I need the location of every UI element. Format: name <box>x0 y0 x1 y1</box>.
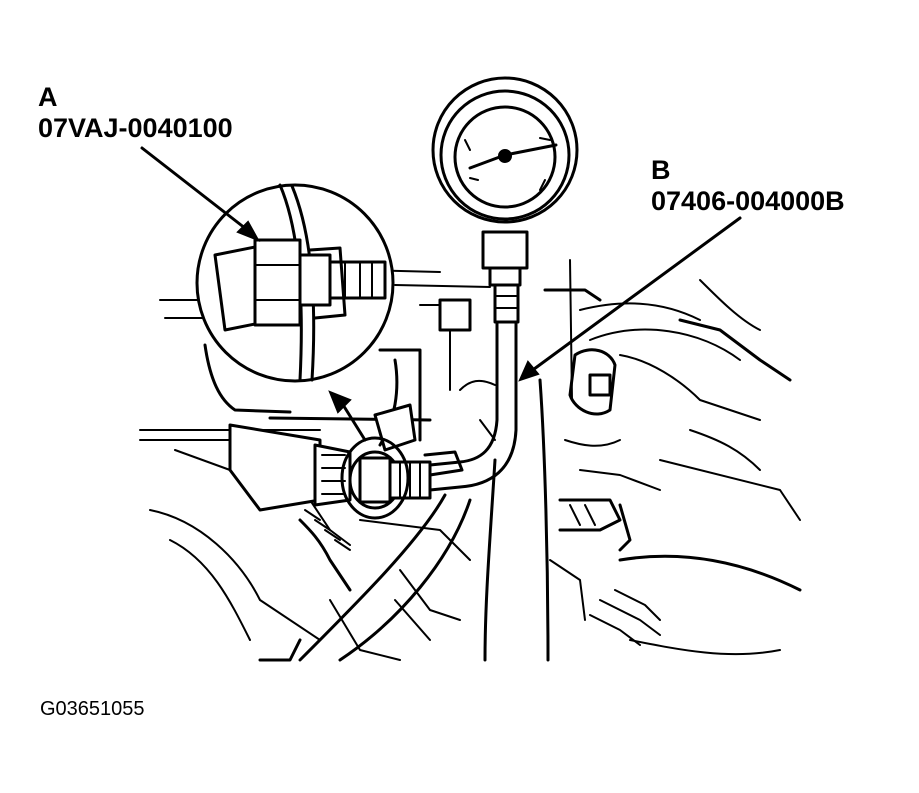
pressure-gauge <box>431 76 579 324</box>
callout-a-letter: A <box>38 82 58 112</box>
leader-arrow-b <box>518 360 540 382</box>
leader-line-b <box>528 216 742 374</box>
callout-b-letter: B <box>651 155 671 185</box>
lower-hose <box>298 493 472 662</box>
detail-arrow <box>328 390 367 442</box>
gauge-hose <box>428 320 518 492</box>
figure-id: G03651055 <box>40 698 145 720</box>
leader-arrow-a <box>236 220 261 242</box>
callout-b-part-number: 07406-004000B <box>651 186 845 216</box>
callout-a-part-number: 07VAJ-0040100 <box>38 113 233 143</box>
engine-strut <box>483 259 573 662</box>
adapter-fitting <box>228 423 464 520</box>
leader-line-a <box>140 146 252 234</box>
